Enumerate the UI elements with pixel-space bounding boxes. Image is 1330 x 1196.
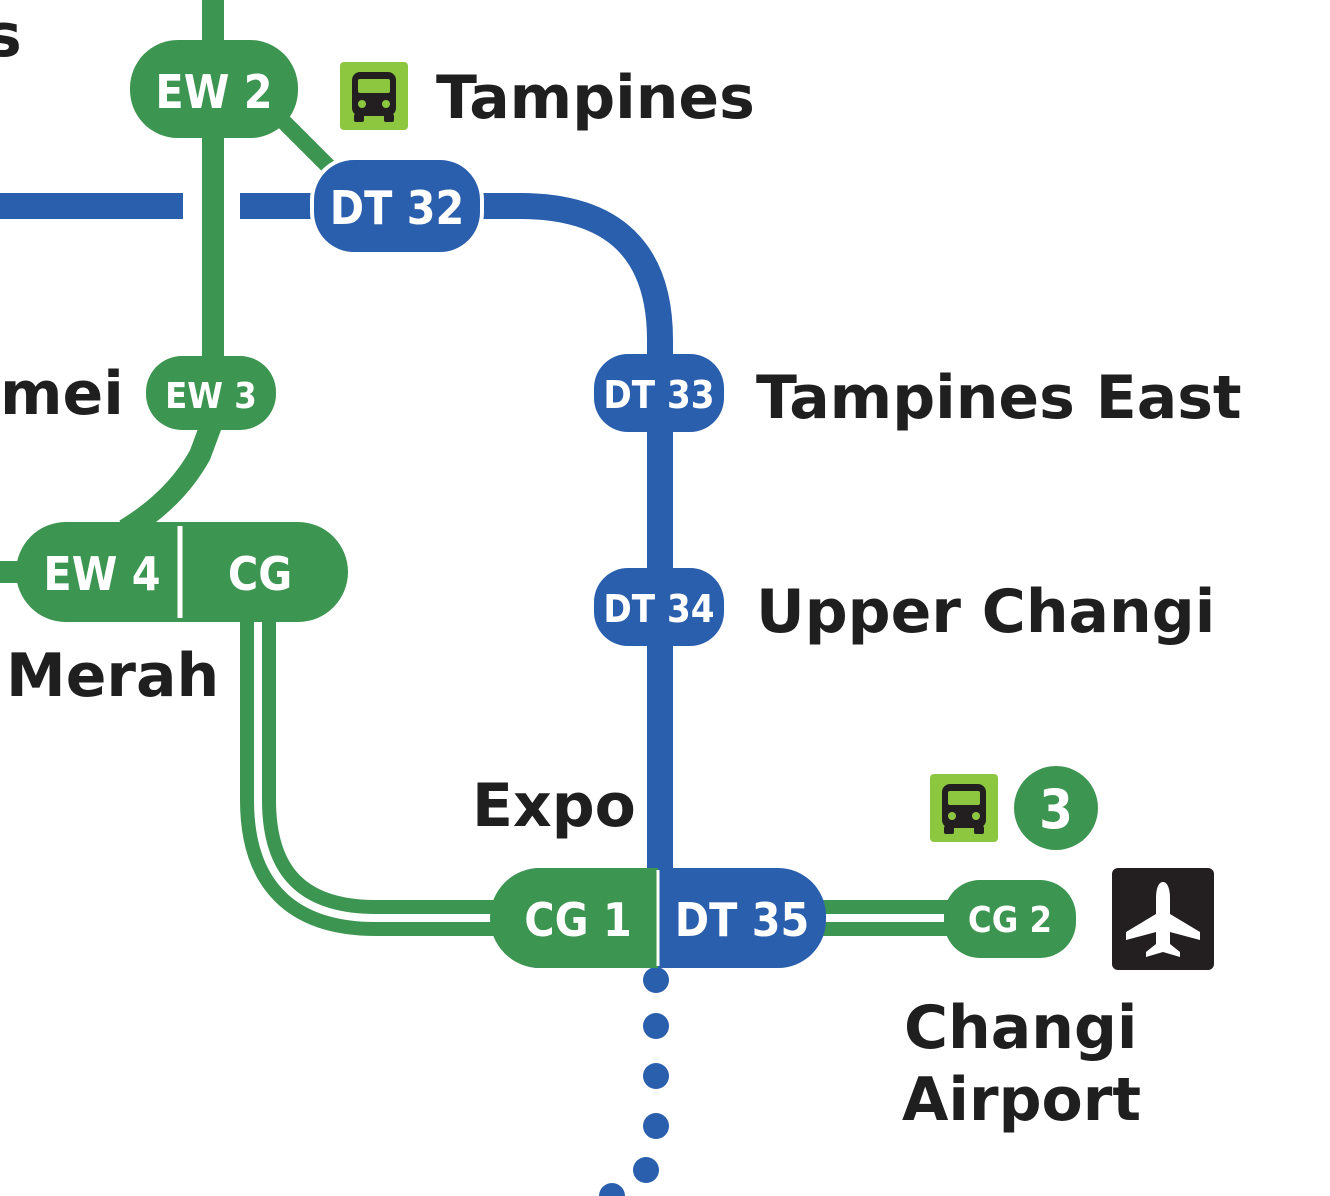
svg-text:CG 1: CG 1 [524, 893, 632, 947]
station-cg1-dt35[interactable]: CG 1 DT 35 [490, 868, 826, 968]
svg-text:EW 4: EW 4 [43, 547, 160, 601]
svg-text:EW 2: EW 2 [155, 65, 272, 119]
bus-icon [930, 774, 998, 842]
station-dt34[interactable]: DT 34 [594, 568, 724, 646]
station-ew2[interactable]: EW 2 [130, 40, 298, 138]
station-name-expo: Expo [472, 771, 636, 841]
station-name-tampines: Tampines [436, 63, 755, 133]
station-dt33[interactable]: DT 33 [594, 354, 724, 432]
station-name-pasir-ris-partial: s [0, 1, 22, 71]
svg-text:EW 3: EW 3 [165, 376, 257, 417]
svg-text:DT 34: DT 34 [603, 587, 714, 631]
station-name-tanah-merah-partial: Merah [6, 641, 219, 711]
svg-text:DT 35: DT 35 [675, 893, 810, 947]
station-ew4-cg[interactable]: EW 4 CG [16, 522, 348, 622]
station-dt32[interactable]: DT 32 [310, 156, 484, 256]
svg-text:DT 32: DT 32 [330, 181, 465, 235]
terminal-3-badge: 3 [1014, 766, 1098, 850]
airplane-icon [1112, 868, 1214, 970]
svg-text:3: 3 [1039, 778, 1073, 841]
station-name-upper-changi: Upper Changi [756, 577, 1215, 647]
station-name-changi-airport-line1: Changi [904, 993, 1137, 1063]
svg-text:DT 33: DT 33 [603, 373, 714, 417]
station-name-changi-airport-line2: Airport [902, 1065, 1141, 1135]
changi-airport-branch-line [240, 620, 950, 936]
station-cg2[interactable]: CG 2 [944, 880, 1076, 958]
station-ew3[interactable]: EW 3 [146, 356, 276, 430]
svg-text:CG: CG [228, 547, 292, 601]
bus-icon [340, 62, 408, 130]
downtown-line [0, 193, 673, 1196]
station-name-tampines-east: Tampines East [756, 363, 1242, 433]
svg-text:CG 2: CG 2 [968, 900, 1052, 941]
station-name-simei-partial: mei [0, 359, 124, 429]
